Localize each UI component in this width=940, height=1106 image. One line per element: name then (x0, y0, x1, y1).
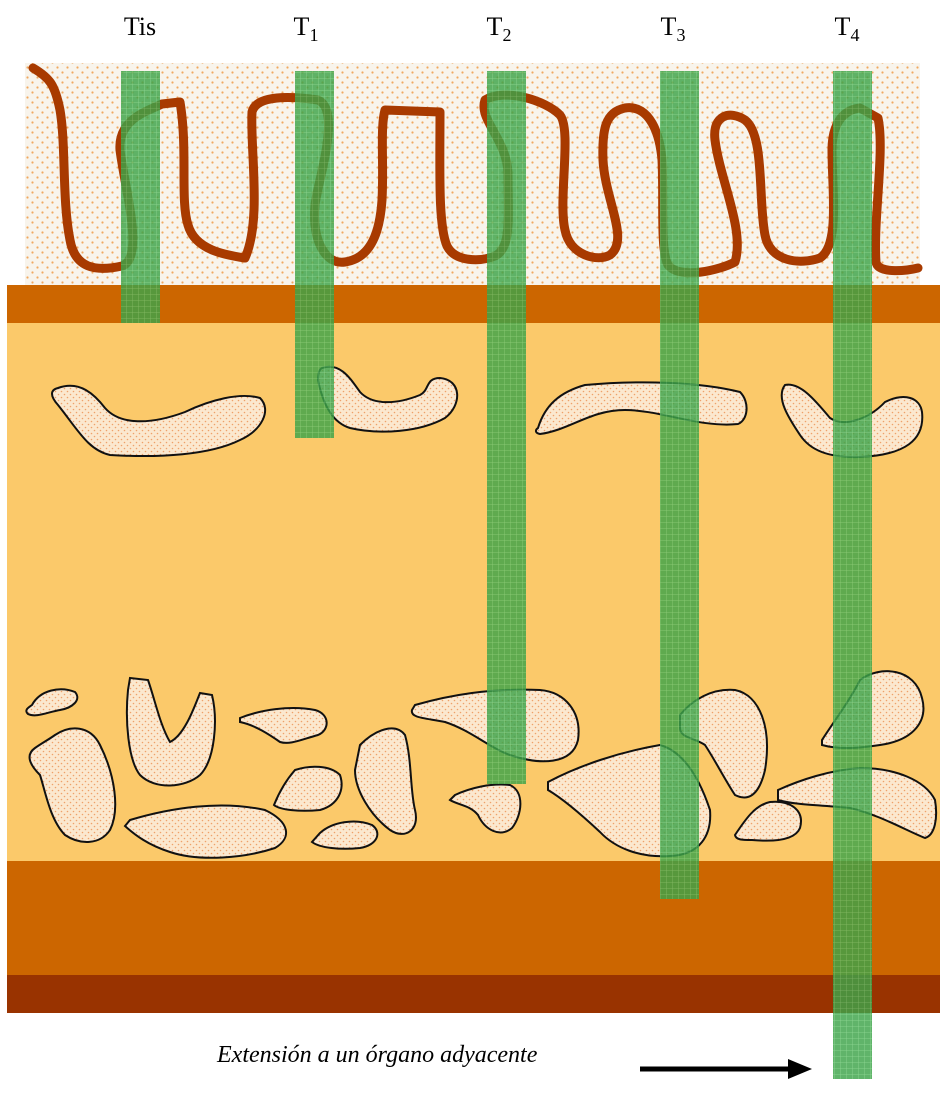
serosa-layer (7, 975, 940, 1013)
adjacent-organ-caption: Extensión a un órgano adyacente (216, 1042, 538, 1068)
stage-label-t4: T4 (835, 12, 860, 45)
stage-label-t3: T3 (661, 12, 686, 45)
tumor-bar-t4 (833, 71, 872, 1079)
tumor-bar-t3 (660, 71, 699, 899)
tumor-bar-t2 (487, 71, 526, 784)
arrow-right-icon (788, 1059, 812, 1079)
stage-label-t2: T2 (487, 12, 512, 45)
muscularis-propria-layer (7, 861, 940, 975)
tumor-bar-t1 (295, 71, 334, 438)
tumor-bar-tis (121, 71, 160, 323)
stage-label-tis: Tis (124, 12, 156, 41)
stage-label-t1: T1 (294, 12, 319, 45)
